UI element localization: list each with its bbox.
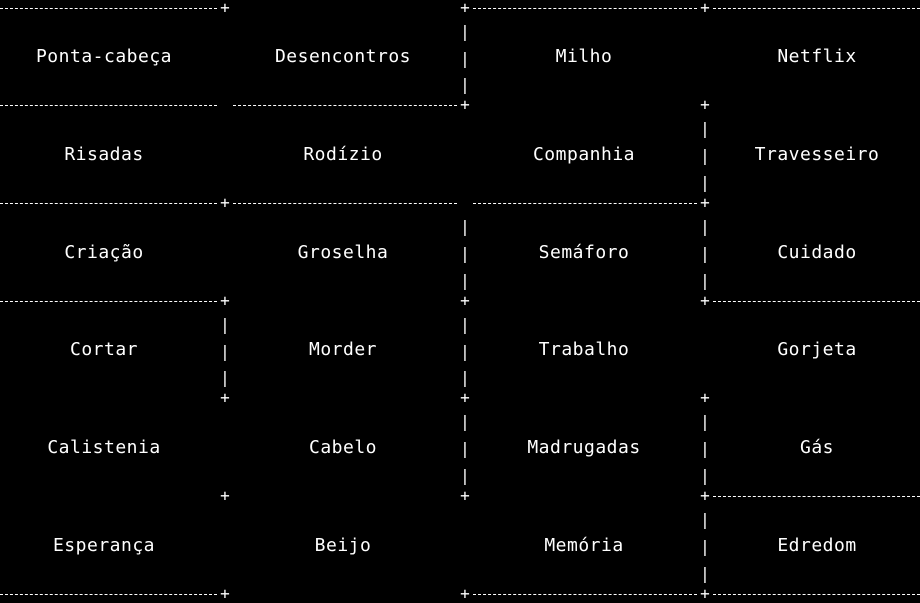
horizontal-divider — [0, 8, 217, 9]
grid-junction: + — [220, 486, 230, 505]
horizontal-divider — [233, 105, 457, 106]
grid-junction: + — [700, 291, 710, 310]
grid-cell: Gás — [799, 436, 834, 458]
horizontal-divider — [473, 203, 697, 204]
grid-junction: + — [460, 388, 470, 407]
grid-junction: + — [220, 388, 230, 407]
grid-cell: Cortar — [69, 339, 139, 360]
grid-cell: Travesseiro — [754, 143, 880, 165]
horizontal-divider — [0, 301, 217, 302]
vertical-divider: ||| — [700, 217, 710, 290]
grid-junction: + — [460, 486, 470, 505]
grid-cell: Morder — [308, 339, 378, 360]
vertical-divider: ||| — [460, 217, 470, 290]
horizontal-divider — [713, 594, 920, 595]
horizontal-divider — [0, 594, 217, 595]
grid-cell: Criação — [64, 241, 144, 263]
grid-junction: + — [220, 584, 230, 603]
grid-cell: Esperança — [52, 534, 156, 556]
grid-cell: Beijo — [314, 534, 372, 556]
grid-cell: Netflix — [777, 46, 857, 67]
grid-cell: Ponta-cabeça — [35, 46, 173, 67]
vertical-divider: ||| — [460, 412, 470, 485]
horizontal-divider — [0, 203, 217, 204]
grid-junction: + — [220, 291, 230, 310]
grid-cell: Groselha — [297, 241, 389, 263]
grid-junction: + — [700, 193, 710, 212]
grid-cell: Gorjeta — [777, 339, 857, 360]
horizontal-divider — [713, 8, 920, 9]
grid-junction: + — [460, 95, 470, 114]
grid-junction: + — [460, 584, 470, 603]
horizontal-divider — [0, 105, 217, 106]
vertical-divider: ||| — [220, 315, 230, 387]
grid-junction: + — [220, 193, 230, 212]
horizontal-divider — [473, 8, 697, 9]
grid-cell: Edredom — [777, 534, 857, 556]
vertical-divider: ||| — [700, 510, 710, 583]
grid-cell: Madrugadas — [527, 436, 641, 458]
grid-junction: + — [700, 584, 710, 603]
grid-cell: Milho — [555, 46, 613, 67]
vertical-divider: ||| — [700, 412, 710, 485]
horizontal-divider — [233, 203, 457, 204]
grid-cell: Calistenia — [47, 436, 161, 458]
horizontal-divider — [713, 301, 920, 302]
grid-cell: Rodízio — [303, 143, 383, 165]
grid-junction: + — [700, 486, 710, 505]
grid-junction: + — [700, 0, 710, 17]
grid-junction: + — [700, 95, 710, 114]
grid-cell: Semáforo — [538, 241, 630, 263]
grid-junction: + — [700, 388, 710, 407]
horizontal-divider — [713, 496, 920, 497]
grid-cell: Risadas — [64, 143, 144, 165]
vertical-divider: ||| — [460, 22, 470, 94]
grid-junction: + — [460, 291, 470, 310]
grid-cell: Cuidado — [777, 241, 857, 263]
grid-cell: Memória — [544, 534, 624, 556]
grid-junction: + — [220, 0, 230, 17]
grid-junction: + — [460, 0, 470, 17]
vertical-divider: ||| — [460, 315, 470, 387]
horizontal-divider — [473, 594, 697, 595]
grid-cell: Desencontros — [274, 46, 412, 67]
grid-cell: Trabalho — [538, 339, 630, 360]
grid-cell: Cabelo — [308, 436, 378, 458]
vertical-divider: ||| — [700, 119, 710, 192]
grid-cell: Companhia — [532, 143, 636, 165]
